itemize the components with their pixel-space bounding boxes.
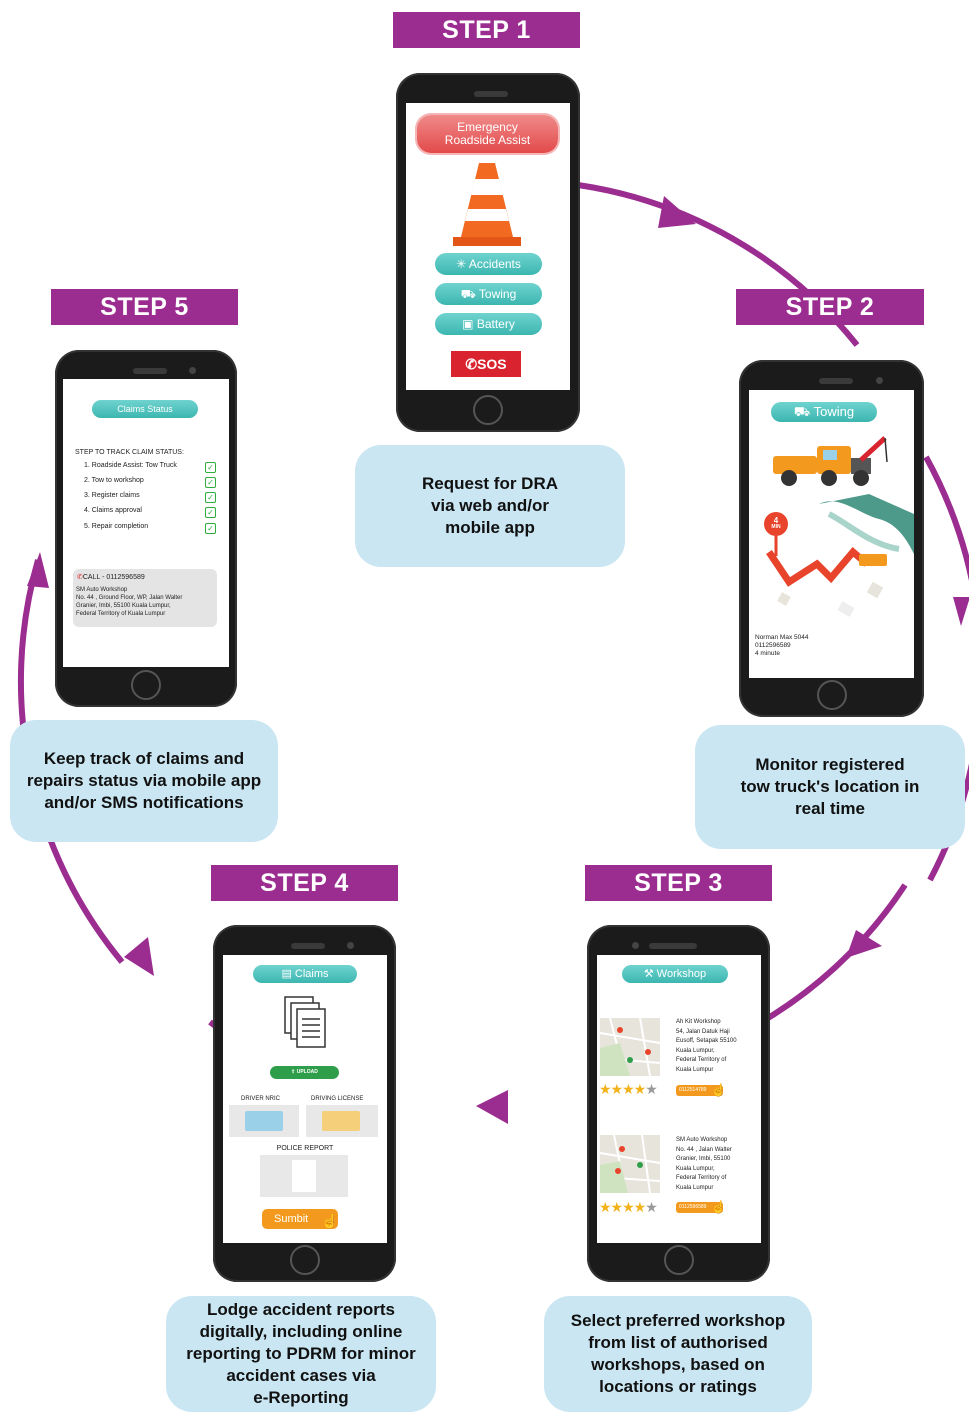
workshop-map-thumbnail[interactable] [600,1018,660,1076]
id-card-icon [245,1111,283,1131]
status-item: 4. Claims approval [84,507,142,514]
step-5-caption: Keep track of claims and repairs status … [10,720,278,842]
documents-icon [284,996,326,1048]
phone3-screen: ⚒ Workshop Ah Kit Workshop 54, Jalan Dat… [597,955,761,1243]
phone2-screen: ⛟ Towing 4 MIN Norman Max [749,390,914,678]
battery-icon: ▣ [462,317,477,331]
wrench-icon: ⚒ [643,968,657,980]
accident-icon: ✳ [456,257,469,271]
pointer-hand-icon: ☝ [321,1213,339,1229]
report-document-icon [292,1160,316,1192]
license-card-icon [322,1111,360,1131]
claims-status-header: Claims Status [92,400,198,418]
step-1-caption: Request for DRA via web and/or mobile ap… [355,445,625,567]
driver-nric-label: DRIVER NRIC [241,1096,281,1102]
step-4-caption: Lodge accident reports digitally, includ… [166,1296,436,1412]
check-icon: ✓ [205,462,216,473]
call-workshop-button[interactable]: 0112596589 [676,1202,723,1213]
phone-step1: Emergency Roadside Assist ✳ Accidents ⛟ … [396,73,580,432]
arrowhead-3 [846,930,882,958]
arrowhead-1 [658,196,696,228]
camera [632,942,639,949]
status-item: 1. Roadside Assist: Tow Truck [84,462,177,469]
phone-step3: ⚒ Workshop Ah Kit Workshop 54, Jalan Dat… [587,925,770,1282]
arrowhead-5 [124,937,154,976]
driving-license-label: DRIVING LICENSE [311,1096,364,1102]
arrowhead-4 [476,1090,508,1124]
step-5-label: STEP 5 [51,289,238,325]
phone5-screen: Claims Status STEP TO TRACK CLAIM STATUS… [63,379,229,667]
police-report-label: POLICE REPORT [276,1145,334,1152]
battery-button[interactable]: ▣ Battery [435,313,542,335]
step-2-label: STEP 2 [736,289,924,325]
check-icon: ✓ [205,507,216,518]
step-3-label: STEP 3 [585,865,772,901]
call-workshop-button[interactable]: 0112514789 [676,1085,723,1096]
camera [876,377,883,384]
claims-header: ▤ Claims [253,965,357,983]
nric-upload-slot[interactable] [229,1105,299,1137]
eta-badge: 4 MIN [771,516,781,531]
submit-button[interactable]: Sumbit [262,1209,338,1229]
camera [189,367,196,374]
tow-truck-icon: ⛟ [793,404,814,419]
check-icon: ✓ [205,492,216,503]
track-title: STEP TO TRACK CLAIM STATUS: [75,449,184,456]
phone1-screen: Emergency Roadside Assist ✳ Accidents ⛟ … [406,103,570,390]
step-4-label: STEP 4 [211,865,398,901]
upload-icon: ⇧ [291,1069,297,1075]
check-icon: ✓ [205,477,216,488]
phone-step4: ▤ Claims ⇧ UPLOAD DRIVER NRIC DRIVING LI… [213,925,396,1282]
workshop-map-thumbnail[interactable] [600,1135,660,1193]
home-button [131,670,161,700]
home-button [473,395,503,425]
step-3-caption: Select preferred workshop from list of a… [544,1296,812,1412]
pointer-hand-icon: ☝ [711,1200,726,1214]
route-map [764,494,914,617]
pointer-hand-icon: ☝ [711,1083,726,1097]
rating-stars: ★★★★★ [599,1081,658,1097]
document-icon: ▤ [281,968,295,980]
towing-button[interactable]: ⛟ Towing [435,283,542,305]
license-upload-slot[interactable] [306,1105,378,1137]
step-2-caption: Monitor registered tow truck's location … [695,725,965,849]
phone-icon: ✆ [77,574,83,581]
upload-button[interactable]: ⇧ UPLOAD [270,1066,339,1079]
tow-truck-icon: ⛟ [460,287,479,301]
camera [347,942,354,949]
home-button [664,1245,694,1275]
workshop-address: Ah Kit Workshop 54, Jalan Datuk Haji Eus… [676,1019,737,1073]
sos-button[interactable]: ✆SOS [451,351,521,377]
arrowhead-2 [953,597,969,626]
home-button [290,1245,320,1275]
phone-step2: ⛟ Towing 4 MIN Norman Max [739,360,924,717]
step-1-label: STEP 1 [393,12,580,48]
status-item: 2. Tow to workshop [84,477,144,484]
phone4-screen: ▤ Claims ⇧ UPLOAD DRIVER NRIC DRIVING LI… [223,955,387,1243]
accidents-button[interactable]: ✳ Accidents [435,253,542,275]
tow-truck-illustration [773,436,888,486]
status-item: 3. Register claims [84,492,140,499]
arrowhead-6 [27,552,49,588]
workshop-address: SM Auto Workshop No. 44 , Jalan Walter G… [676,1137,732,1191]
emergency-header: Emergency Roadside Assist [417,115,558,153]
workshop-contact-card[interactable]: ✆CALL - 0112596589 SM Auto Workshop No. … [73,569,217,627]
police-report-upload-slot[interactable] [260,1155,348,1197]
driver-info: Norman Max 5044 0112596589 4 minute [755,634,809,657]
status-item: 5. Repair completion [84,523,149,530]
rating-stars: ★★★★★ [599,1199,658,1215]
home-button [817,680,847,710]
traffic-cone-icon [453,163,521,246]
workshop-address: SM Auto Workshop No. 44 , Ground Floor, … [76,587,183,617]
towing-header: ⛟ Towing [771,402,877,422]
workshop-header: ⚒ Workshop [622,965,728,983]
phone-step5: Claims Status STEP TO TRACK CLAIM STATUS… [55,350,237,707]
check-icon: ✓ [205,523,216,534]
phone-icon: ✆ [465,356,478,372]
